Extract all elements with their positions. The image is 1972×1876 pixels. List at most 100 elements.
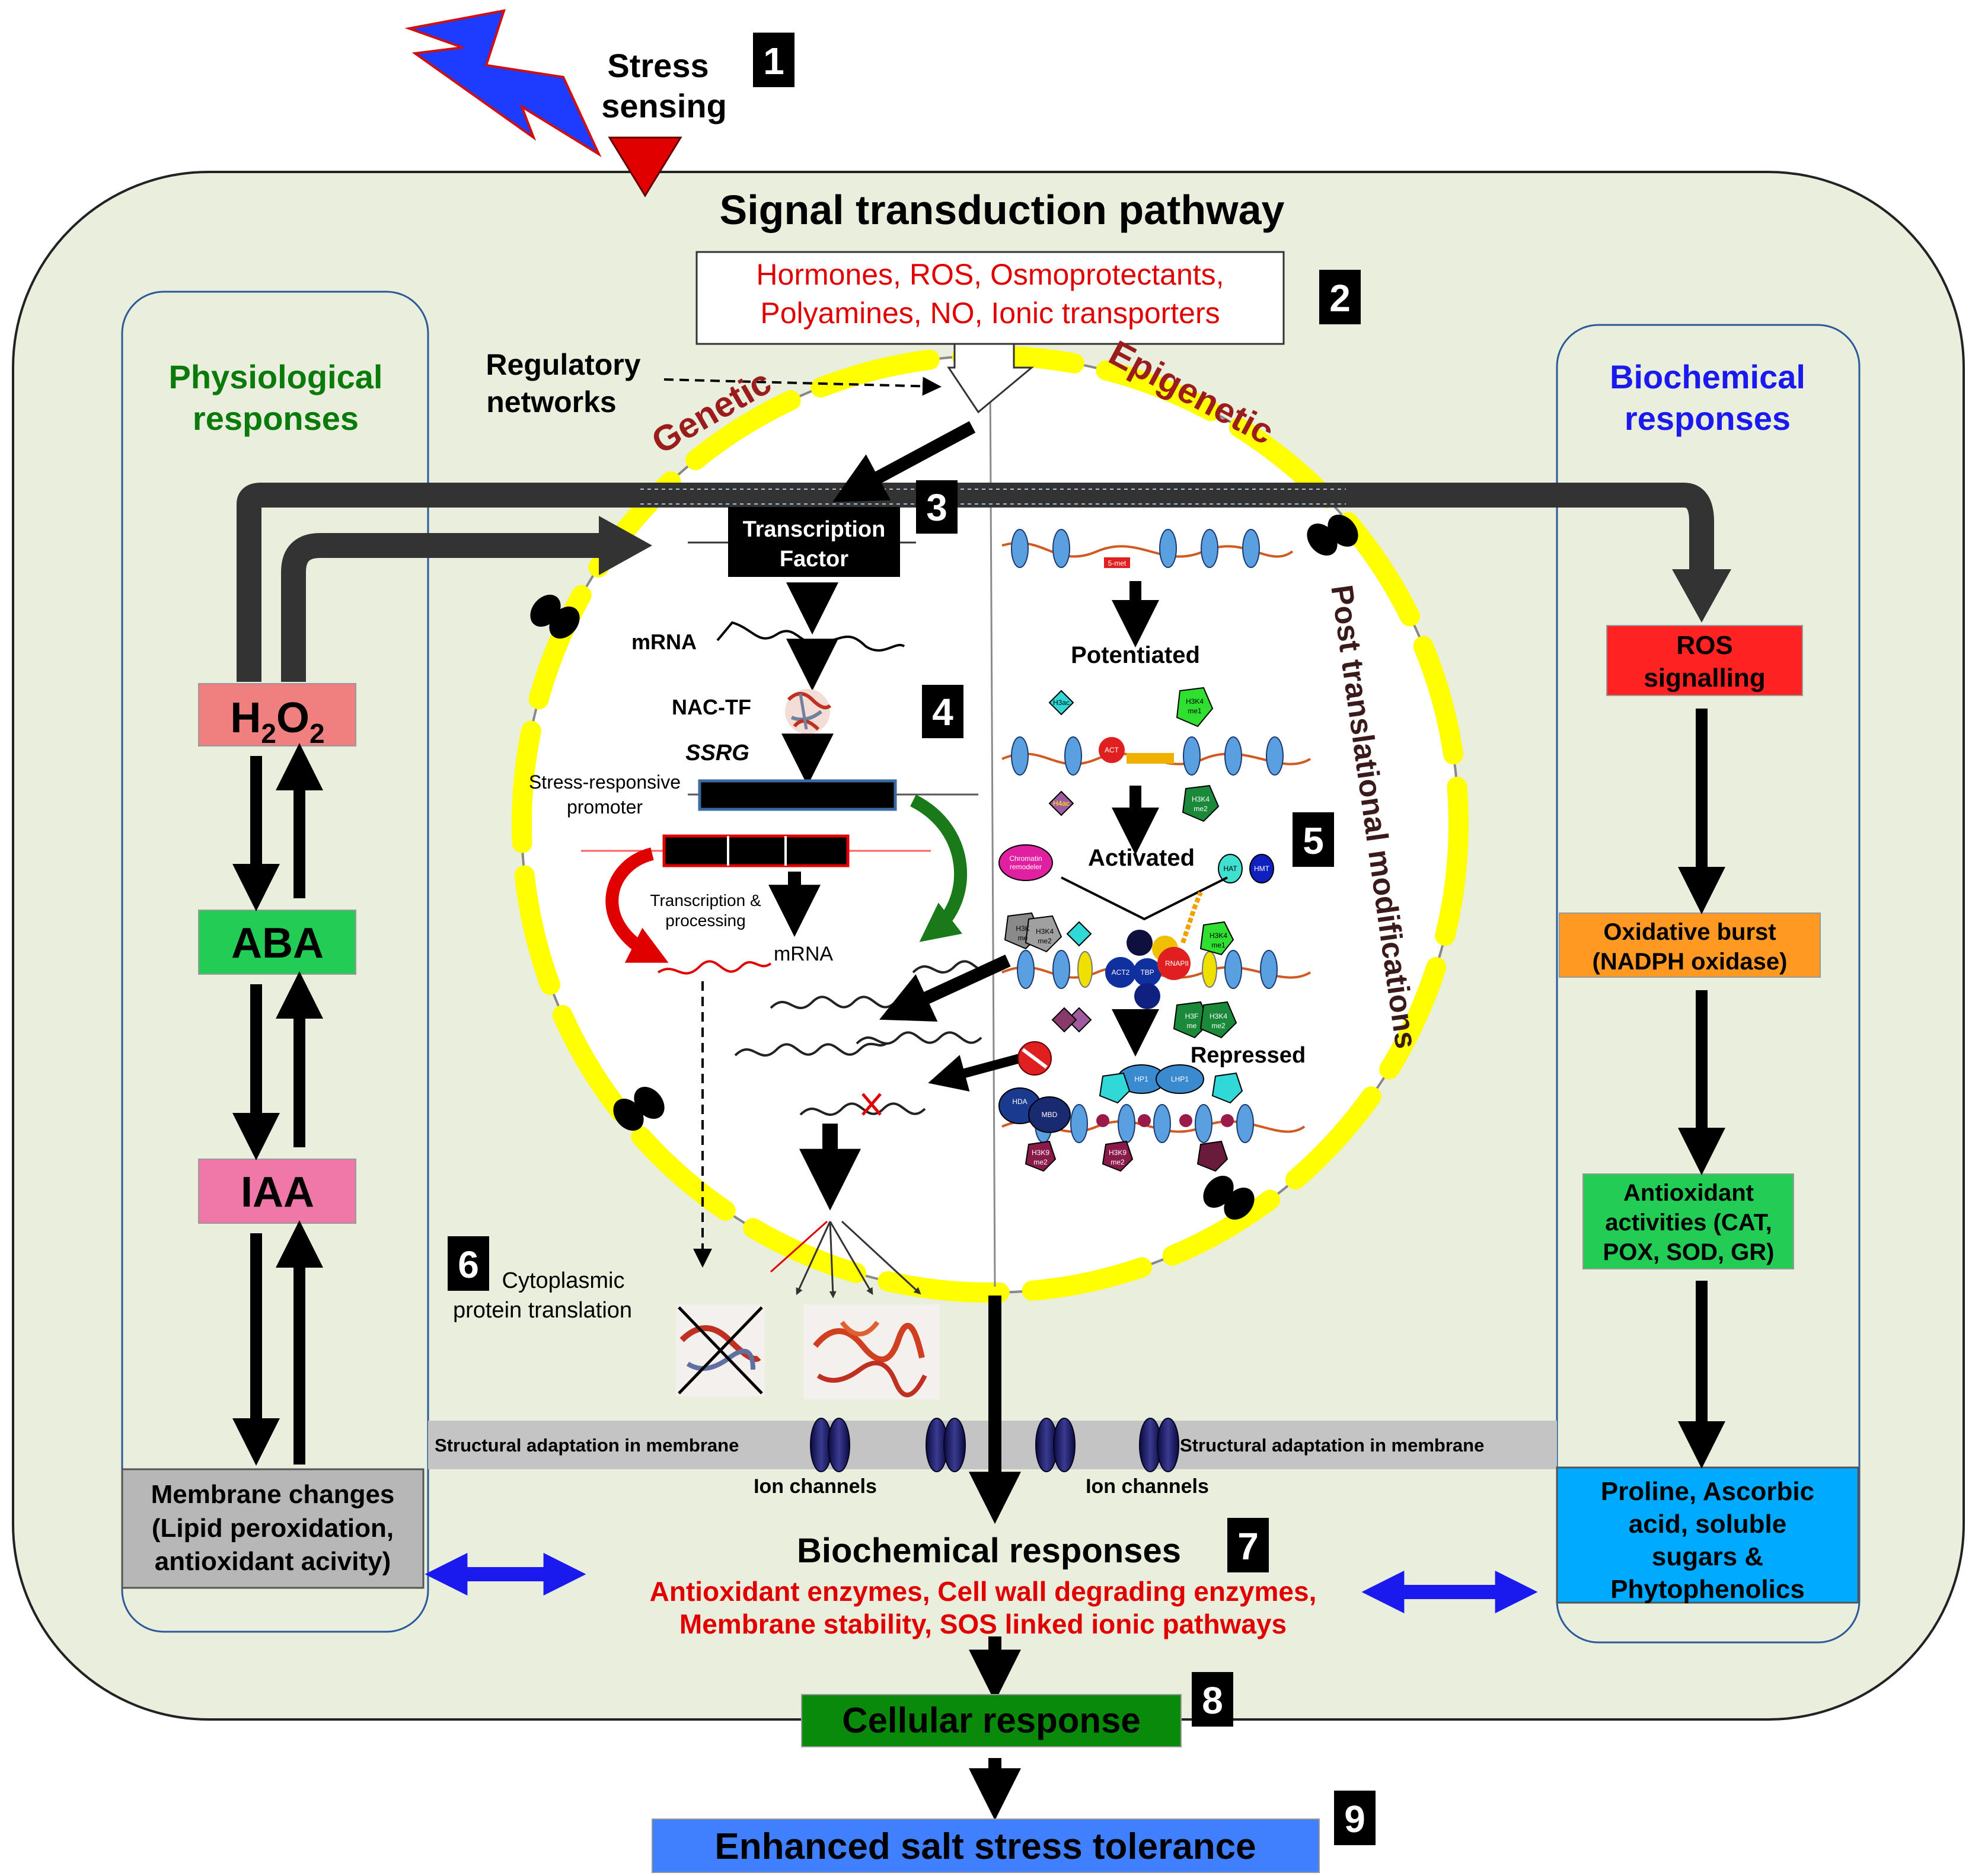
mark-h3k4me2b-1: H3K4 [1210, 1012, 1227, 1020]
proline-line-3: sugars & [1652, 1542, 1763, 1571]
nuclear-pores [530, 515, 1358, 1220]
antioxidant-line-1: Antioxidant [1623, 1180, 1754, 1206]
mark-h4ac-1: H4ac [1053, 799, 1070, 808]
tf-label-1: Transcription [743, 517, 886, 542]
stress-label-2: sensing [601, 87, 727, 125]
mark-h3k9b-1: H3K9 [1109, 1148, 1127, 1157]
step-6: 6 [458, 1243, 479, 1286]
h2o2-to-nucleus-connector [281, 533, 605, 682]
degraded-mrna-cross [861, 1093, 882, 1116]
mark-h3k4me2-1: H3K4 [1192, 795, 1210, 803]
ros-arrowhead [1672, 569, 1731, 623]
mrna-label-2: mRNA [774, 943, 833, 965]
cytoplasmic-label-1: Cytoplasmic [502, 1268, 625, 1293]
mark-h3k9b-2: me2 [1111, 1158, 1125, 1166]
antioxidant-line-3: POX, SOD, GR) [1603, 1239, 1775, 1265]
stress-label-1: Stress [607, 47, 709, 84]
biochem-title: Biochemical responses [797, 1532, 1181, 1570]
page-title: Signal transduction pathway [720, 187, 1285, 233]
fan-arrows [796, 1220, 921, 1298]
hmt-icon [1249, 854, 1274, 883]
funnel-to-tf-arrow [832, 421, 976, 502]
mark-h3k4me1b-2: me1 [1211, 941, 1226, 949]
epigenetic-to-mrna-arrow [879, 955, 1011, 1022]
dna-strand-top [1001, 529, 1294, 568]
mark-act2: ACT2 [1112, 968, 1130, 977]
step-7: 7 [1237, 1525, 1259, 1568]
proline-box [1556, 1466, 1859, 1604]
membrane-changes-line-1: Membrane changes [151, 1480, 395, 1509]
activated-label: Activated [1088, 845, 1195, 871]
enhanced-label: Enhanced salt stress tolerance [714, 1826, 1256, 1867]
mark-h3k4me2b-2: me2 [1211, 1022, 1226, 1030]
mark-5met: 5-met [1108, 559, 1127, 567]
translated-protein-icon [803, 1304, 940, 1399]
mark-h3f-1: H3F [1185, 1012, 1199, 1020]
iaa-label: IAA [241, 1169, 314, 1216]
step-9: 9 [1344, 1798, 1365, 1840]
nac-protein-icon [785, 689, 832, 734]
step-5: 5 [1303, 819, 1324, 862]
mark-lhp1: LHP1 [1171, 1075, 1189, 1083]
membrane-changes-box [121, 1468, 425, 1589]
degraded-protein-icon [676, 1304, 765, 1396]
oxidative-line-1: Oxidative burst [1603, 919, 1776, 945]
mark-hda: HDA [1012, 1097, 1027, 1106]
ssrg-label: SSRG [685, 741, 749, 765]
h2o2-label: H2O2 [230, 694, 324, 749]
repressed-to-mrna-arrow [928, 1054, 1022, 1092]
mark-rnap: RNAPII [1165, 959, 1189, 968]
chromatin-remodeler-icon [998, 844, 1053, 881]
step-8: 8 [1202, 1679, 1223, 1722]
nucleus [522, 356, 1459, 1293]
structural-right-label: Structural adaptation in membrane [1180, 1435, 1484, 1456]
mark-h3ac-1: H3ac [1053, 698, 1070, 707]
signals-funnel [947, 343, 1035, 414]
mark-h3k4b-2: me2 [1038, 937, 1052, 945]
ion-channels-right-label: Ion channels [1086, 1475, 1209, 1498]
activation-lines [1061, 876, 1228, 921]
mark-h3k4me2-2: me2 [1194, 805, 1208, 813]
mark-h3k9a-2: me2 [1033, 1158, 1048, 1166]
trans-proc-label-1: Transcription & [650, 891, 761, 910]
h2o2-to-ros-connector [237, 483, 1714, 682]
mark-h3k4me1b-1: H3K4 [1210, 931, 1227, 940]
aba-label: ABA [231, 920, 324, 967]
antioxidant-line-2: activities (CAT, [1605, 1210, 1772, 1236]
mark-h3k4b-1: H3K4 [1036, 927, 1054, 936]
ion-channels-left-label: Ion channels [754, 1475, 877, 1498]
green-curved-arrow [910, 795, 968, 942]
nucleus-divider [989, 379, 996, 1287]
gene-box [662, 834, 850, 867]
transcription-factor-box [728, 507, 900, 577]
regulatory-label-1: Regulatory [486, 348, 640, 381]
mark-act: ACT [1105, 746, 1119, 754]
physiological-title-1: Physiological [169, 358, 383, 395]
lightning-icon [404, 9, 602, 158]
mark-h3k4me1-2: me1 [1188, 707, 1202, 715]
mark-h3k4me1-1: H3K4 [1186, 697, 1204, 706]
mark-h3k9a-1: H3K9 [1032, 1148, 1049, 1157]
proline-line-2: acid, soluble [1629, 1510, 1787, 1539]
mark-chromatin-2: remodeler [1010, 863, 1042, 871]
trans-proc-label-2: processing [665, 911, 745, 930]
mark-tbp: TBP [1140, 968, 1154, 977]
cytoplasmic-label-2: protein translation [453, 1298, 632, 1323]
mark-h3f-2: me [1187, 1022, 1197, 1030]
mark-hat: HAT [1223, 864, 1237, 873]
ros-box [1606, 625, 1803, 696]
nac-label: NAC-TF [672, 695, 751, 719]
repressed-label: Repressed [1191, 1043, 1306, 1068]
hat-icon [1218, 854, 1243, 883]
mrna-label-1: mRNA [631, 630, 697, 654]
iaa-box [198, 1159, 356, 1224]
promoter-label-2: promoter [567, 796, 643, 818]
red-curved-arrow [605, 847, 669, 963]
potentiated-label: Potentiated [1071, 642, 1200, 668]
promoter-label-1: Stress-responsive [529, 771, 681, 793]
oxidative-line-2: (NADPH oxidase) [1593, 949, 1788, 975]
biochem-line-2: Membrane stability, SOS linked ionic pat… [679, 1609, 1287, 1639]
membrane-changes-line-2: (Lipid peroxidation, [152, 1514, 394, 1543]
red-mrna-strand [657, 960, 772, 975]
biochemical-title-1: Biochemical [1610, 358, 1805, 395]
